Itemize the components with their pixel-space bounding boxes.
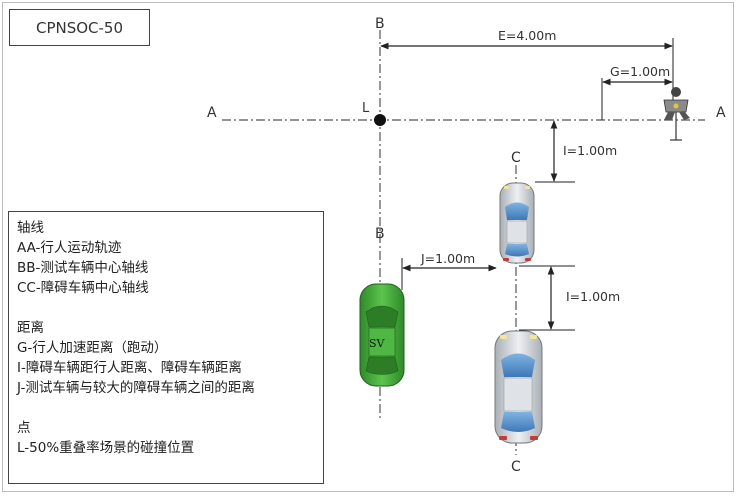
legend-item-g: G-行人加速距离（跑动） [17, 340, 168, 356]
legend-item-l: L-50%重叠率场景的碰撞位置 [17, 440, 195, 456]
label-l-point: L [362, 101, 370, 116]
subject-vehicle-label: SV [369, 337, 386, 350]
legend-item-cc: CC-障碍车辆中心轴线 [17, 280, 149, 296]
label-a-left: A [207, 105, 217, 121]
legend-spacer [17, 298, 315, 318]
label-a-right: A [716, 105, 726, 121]
dim-e-label: E=4.00m [498, 28, 556, 43]
obstacle-vehicle-large [494, 330, 543, 444]
label-b-top: B [375, 16, 385, 32]
dim-i-upper-label: I=1.00m [563, 143, 617, 158]
obstacle-vehicle-small [499, 182, 535, 264]
legend-item-i: I-障碍车辆距行人距离、障碍车辆距离 [17, 360, 242, 376]
legend-axes-heading: 轴线 [17, 220, 44, 236]
dim-g-label: G=1.00m [610, 64, 670, 79]
legend-item-aa: AA-行人运动轨迹 [17, 240, 122, 256]
label-c-top: C [511, 150, 521, 166]
dim-i-lower-label: I=1.00m [566, 289, 620, 304]
subject-vehicle: SV [359, 283, 405, 387]
collision-point-l [374, 114, 386, 126]
legend-item-bb: BB-测试车辆中心轴线 [17, 260, 149, 276]
pedestrian-icon [663, 87, 690, 141]
legend-point-heading: 点 [17, 420, 31, 436]
legend-spacer [17, 398, 315, 418]
legend-box: 轴线 AA-行人运动轨迹 BB-测试车辆中心轴线 CC-障碍车辆中心轴线 距离 … [8, 211, 324, 484]
legend-item-j: J-测试车辆与较大的障碍车辆之间的距离 [17, 380, 255, 396]
dim-j-label: J=1.00m [420, 251, 475, 266]
legend-distance-heading: 距离 [17, 320, 44, 336]
label-b-mid: B [375, 226, 385, 242]
scenario-title: CPNSOC-50 [9, 9, 150, 46]
label-c-bottom: C [511, 459, 521, 475]
